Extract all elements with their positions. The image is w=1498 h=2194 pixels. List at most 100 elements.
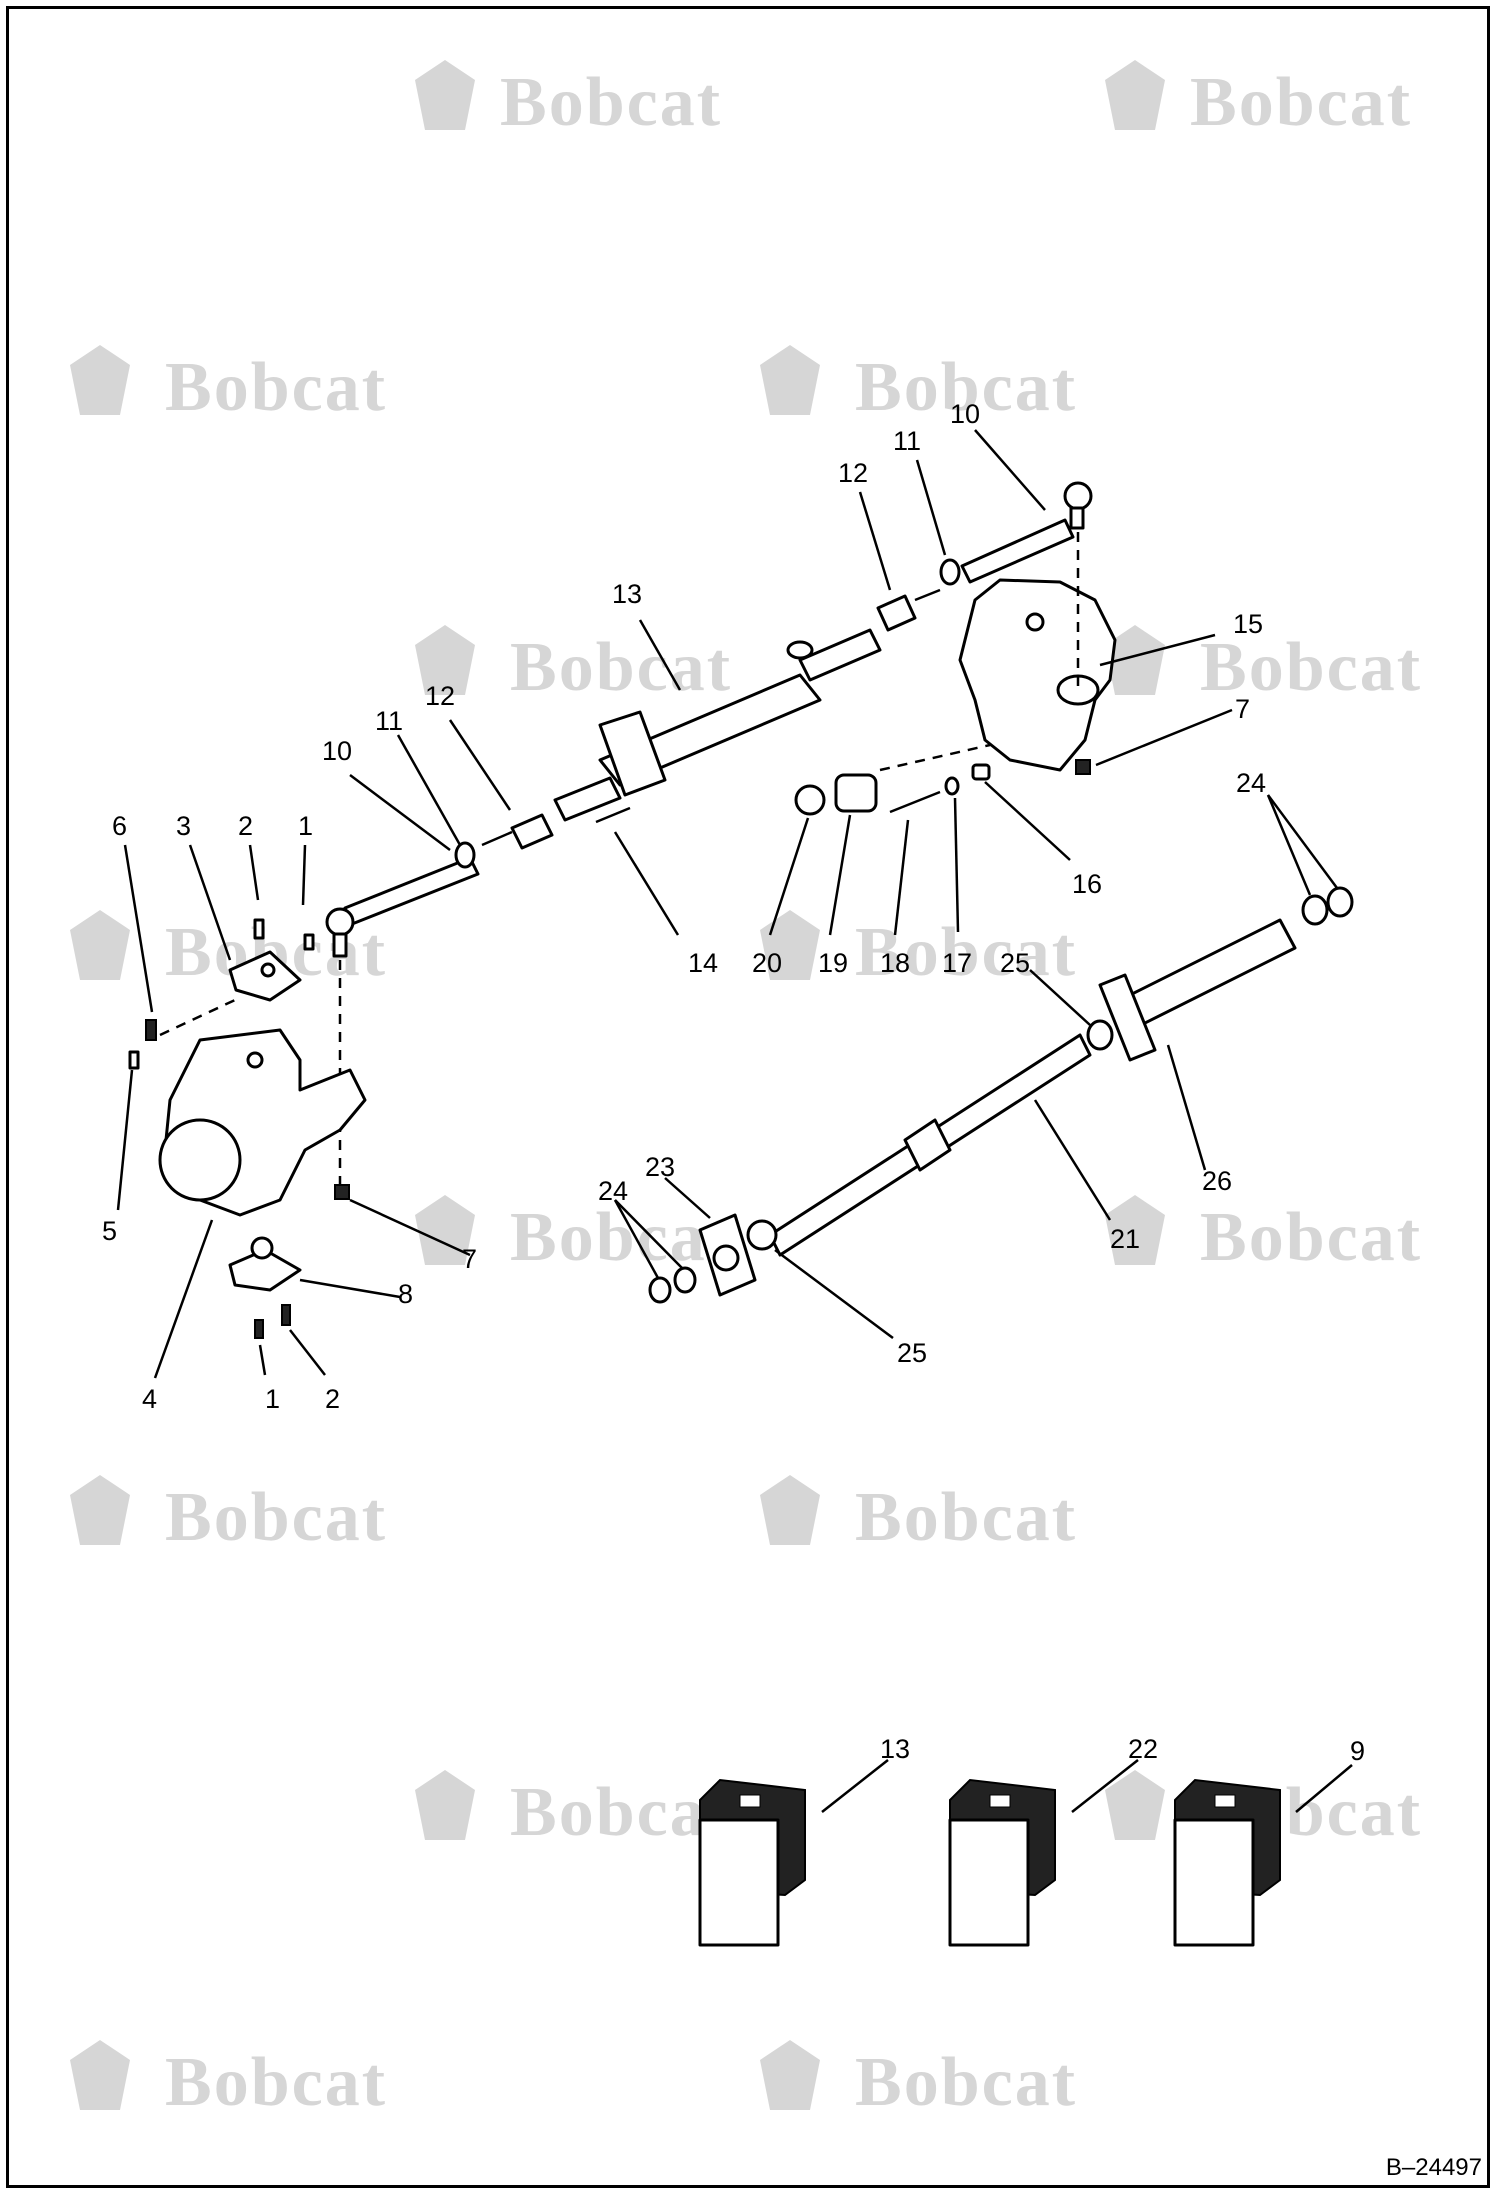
o-ring-lower: [746, 1219, 778, 1251]
bobcat-logo-icon: [415, 1195, 475, 1265]
o-ring-upper: [1086, 1019, 1114, 1051]
bobcat-logo-icon: [415, 60, 475, 130]
set-screw: [128, 1050, 140, 1070]
callout-2: 2: [238, 811, 253, 841]
bobcat-logo-icon: [1105, 1195, 1165, 1265]
bobcat-logo-icon: [70, 1475, 130, 1545]
svg-text:Bobcat: Bobcat: [855, 1479, 1077, 1556]
callout-13: 13: [612, 579, 642, 609]
watermark: Bobcat: [415, 1195, 732, 1276]
steering-cylinder-rod-left: [553, 776, 622, 822]
callout-10-right: 10: [950, 399, 980, 429]
watermark: Bobcat: [760, 2040, 1075, 2121]
king-pin-bolt: [889, 790, 941, 814]
cap-bolt-lower: [281, 1304, 291, 1326]
svg-text:Bobcat: Bobcat: [510, 1199, 732, 1276]
knuckle-bore-left: [246, 1051, 264, 1069]
retaining-ring: [673, 1266, 697, 1294]
axle-housing-tube: [1118, 918, 1297, 1030]
leader-lines: [116, 429, 1353, 1813]
alignment-line: [879, 743, 991, 772]
callout-6: 6: [112, 811, 127, 841]
bobcat-logo-icon: [1105, 1770, 1165, 1840]
tie-rod-right: [960, 518, 1075, 584]
callout-16: 16: [1072, 869, 1102, 899]
washer-17: [944, 776, 960, 796]
rod-adapter-left: [510, 813, 554, 850]
bobcat-logo-icon: [415, 625, 475, 695]
callout-11-left: 11: [375, 706, 403, 736]
axle-shaft-assembly: [648, 886, 1354, 1304]
callout-7-left: 7: [462, 1244, 477, 1274]
flange-bore: [712, 1244, 740, 1272]
bobcat-logo-icon: [70, 910, 130, 980]
callout-1: 1: [298, 811, 313, 841]
watermark: Bobcat: [1105, 1195, 1420, 1276]
left-knuckle-assembly: [128, 918, 367, 1339]
callout-3: 3: [176, 811, 191, 841]
bobcat-logo-icon: [760, 345, 820, 415]
svg-text:Bobcat: Bobcat: [1200, 629, 1422, 706]
callout-kit-9: 9: [1350, 1736, 1365, 1766]
kit-box-a: [698, 1778, 806, 1947]
tie-rod-left: [343, 856, 480, 926]
watermark: Bobcat: [1105, 60, 1412, 141]
retaining-ring: [1301, 894, 1329, 926]
callout-19: 19: [818, 948, 848, 978]
callout-17: 17: [942, 948, 972, 978]
watermark: Bobcat: [1105, 625, 1422, 706]
threaded-stud-left: [481, 830, 513, 847]
callout-11-right: 11: [893, 426, 921, 456]
svg-text:Bobcat: Bobcat: [1190, 64, 1412, 141]
steering-cylinder-rod-right: [798, 628, 882, 682]
callout-kit-22: 22: [1128, 1734, 1158, 1764]
seal-ring: [794, 784, 826, 816]
callout-8: 8: [398, 1279, 413, 1309]
bobcat-logo-icon: [1105, 60, 1165, 130]
bobcat-logo-icon: [760, 910, 820, 980]
lower-pivot: [250, 1236, 274, 1260]
callout-20: 20: [752, 948, 782, 978]
axle-housing-flange: [1098, 973, 1157, 1062]
svg-text:Bobcat: Bobcat: [165, 1479, 387, 1556]
tie-rod-end-stud-right: [1069, 506, 1085, 530]
steering-knuckle-right: [958, 578, 1117, 772]
roll-pin: [145, 1019, 157, 1041]
callout-21: 21: [1110, 1224, 1140, 1254]
threaded-stud-right: [914, 588, 941, 602]
king-pin-bushing: [971, 763, 991, 781]
callout-18: 18: [880, 948, 910, 978]
callout-25-lower: 25: [897, 1338, 927, 1368]
tie-rod-end-stud-left: [332, 932, 348, 958]
callout-2-lower: 2: [325, 1384, 340, 1414]
watermark: Bobcat: [760, 1475, 1077, 1556]
cap-bolt: [303, 933, 315, 951]
callout-26: 26: [1202, 1166, 1232, 1196]
bearing-sleeve: [834, 773, 878, 813]
watermark: Bobcat: [70, 345, 385, 426]
bobcat-logo-icon: [760, 2040, 820, 2110]
callout-kit-13: 13: [880, 1734, 910, 1764]
svg-text:Bobcat: Bobcat: [500, 64, 722, 141]
callout-25-upper: 25: [1000, 948, 1030, 978]
callout-24-lower: 24: [598, 1176, 628, 1206]
bobcat-logo-icon: [760, 1475, 820, 1545]
callout-labels: 6 3 2 1 5 4 1 2 7 8 10 11 12 13 14 12 11…: [102, 399, 1365, 1766]
svg-text:Bobcat: Bobcat: [510, 629, 732, 706]
retaining-ring: [648, 1276, 672, 1304]
reference-code: B–24497: [1385, 2154, 1482, 2181]
callout-10-left: 10: [322, 736, 352, 766]
kit-box-b: [948, 1778, 1056, 1947]
shaft-spline-collar: [903, 1118, 952, 1172]
tie-rod-end-right: [1063, 481, 1093, 511]
bobcat-logo-icon: [1105, 625, 1165, 695]
alignment-line: [159, 998, 236, 1037]
steering-cylinder-assembly: [325, 481, 1117, 1185]
callout-23: 23: [645, 1152, 675, 1182]
cylinder-port: [786, 640, 814, 660]
bobcat-logo-icon: [70, 2040, 130, 2110]
hub-flange: [158, 1118, 242, 1202]
rod-adapter-right: [876, 594, 917, 632]
grease-fitting: [260, 962, 276, 978]
